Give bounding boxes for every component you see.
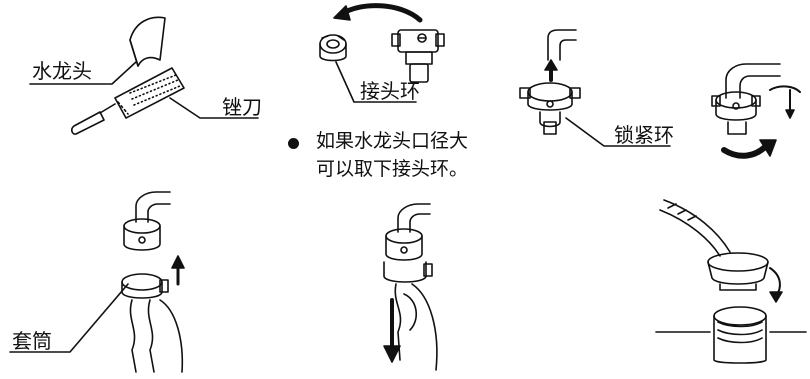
pull-down-illustration [383, 203, 438, 371]
sleeve-label: 套筒 [12, 329, 52, 353]
sleeve-illustration [121, 191, 184, 373]
file-leader-line [169, 97, 259, 119]
sleeve-leader-line [9, 283, 129, 353]
lock-ring-label: 锁紧环 [614, 123, 674, 147]
note-bullet [288, 138, 299, 149]
note-line-1: 如果水龙头口径大 [316, 130, 469, 152]
adapter-ring-illustration [319, 34, 347, 62]
note-line-2: 可以取下接头环。 [316, 158, 469, 180]
remove-arrow [339, 3, 423, 23]
rotate-arrow [721, 143, 769, 159]
fitting-body-illustration [391, 29, 445, 83]
washer-inlet-illustration [655, 306, 807, 364]
faucet-pipe-illustration [547, 29, 577, 61]
lock-ring-illustration [519, 82, 581, 135]
file-label: 锉刀 [222, 95, 262, 119]
faucet-leader-line [29, 61, 137, 85]
faucet-label: 水龙头 [32, 59, 92, 83]
adapter-ring-label: 接头环 [360, 79, 420, 103]
hose-connection-illustration [659, 199, 769, 291]
faucet-illustration [129, 16, 166, 67]
file-tool-illustration [71, 67, 185, 135]
lock-ring-leader-line [565, 117, 671, 147]
attached-fitting-illustration [711, 63, 781, 135]
adapter-ring-leader-line [335, 61, 417, 103]
